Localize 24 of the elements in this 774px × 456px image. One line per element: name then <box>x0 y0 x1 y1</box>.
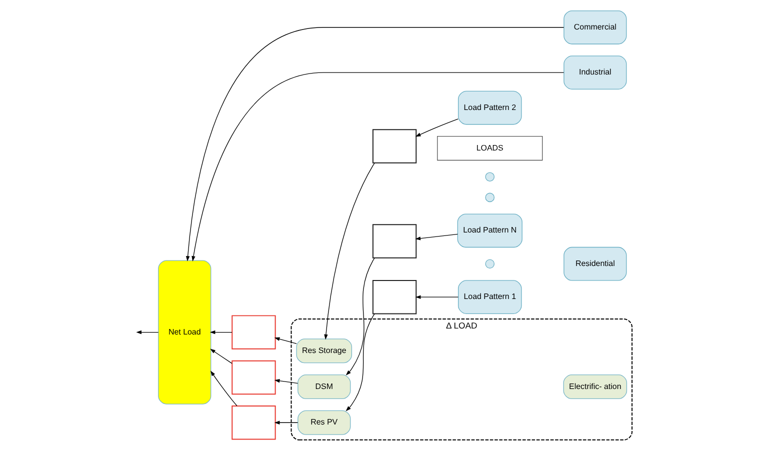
node-circle <box>485 192 495 202</box>
node-chart <box>232 360 276 395</box>
arrow <box>346 258 375 376</box>
arrow <box>274 420 298 424</box>
arrow <box>346 314 375 412</box>
arrow <box>210 330 232 334</box>
arrow <box>324 162 375 340</box>
arrow <box>415 118 458 137</box>
node-chart <box>232 406 276 440</box>
node-chart <box>232 315 276 350</box>
arrow <box>186 27 564 262</box>
node-chart <box>372 129 417 164</box>
arrow <box>136 330 159 334</box>
arrow <box>415 234 458 240</box>
arrow <box>274 337 297 344</box>
arrow <box>210 348 232 364</box>
node-chart <box>372 280 417 314</box>
node-circle <box>485 259 495 269</box>
arrow <box>192 72 564 262</box>
arrow <box>210 370 238 406</box>
node-circle <box>485 172 495 182</box>
arrow <box>274 379 298 384</box>
node-chart <box>372 224 417 258</box>
arrow <box>415 295 458 299</box>
